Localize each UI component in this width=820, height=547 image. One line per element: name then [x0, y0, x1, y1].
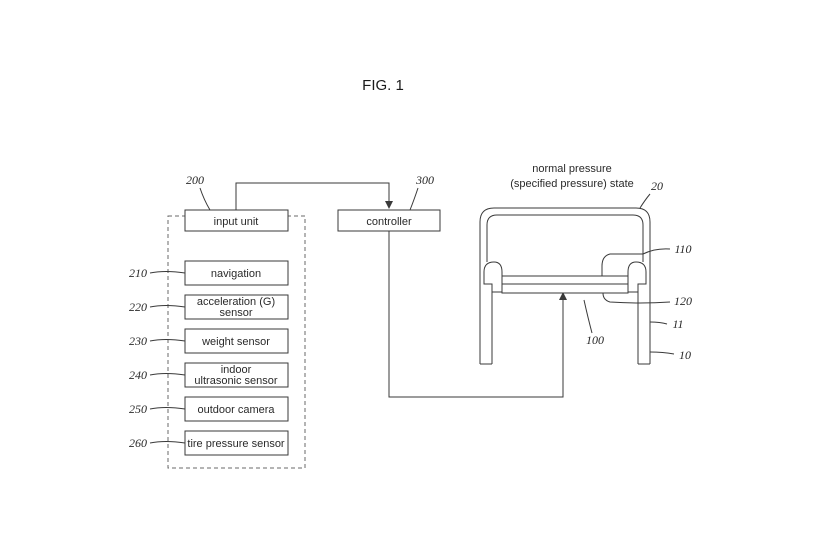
sensor-260: tire pressure sensor 260 — [129, 430, 289, 456]
leader-300 — [409, 187, 419, 211]
sensor-leader — [149, 407, 186, 410]
leader-11 — [649, 321, 668, 325]
sensor-ref: 210 — [129, 266, 147, 280]
sensor-ref: 240 — [129, 368, 147, 382]
leader-120 — [602, 292, 671, 304]
ref-11: 11 — [672, 317, 683, 331]
sensor-leader — [149, 373, 186, 376]
arrow-controller-to-device — [388, 231, 567, 398]
sensor-230: weight sensor 230 — [129, 328, 289, 354]
leader-110 — [601, 248, 671, 276]
leader-20 — [639, 193, 651, 209]
figure-title: FIG. 1 — [362, 77, 404, 94]
sensor-box — [184, 362, 289, 388]
sensor-label: navigation — [211, 268, 261, 280]
sensor-label-line2: sensor — [219, 307, 252, 319]
leader-10 — [649, 351, 675, 355]
arrow-input-to-controller — [235, 182, 393, 210]
sensor-ref: 230 — [129, 334, 147, 348]
sensor-leader — [149, 441, 186, 444]
sensor-ref: 260 — [129, 436, 147, 450]
rim-flange-right — [627, 261, 647, 293]
sensor-label-line1: acceleration (G) — [197, 296, 275, 308]
sensor-250: outdoor camera 250 — [129, 396, 289, 422]
tire-cross-section: normal pressure (specified pressure) sta… — [479, 163, 692, 365]
ref-10: 10 — [679, 348, 691, 362]
tire-state-line2: (specified pressure) state — [510, 178, 634, 190]
rim-upper — [501, 275, 629, 285]
sensor-210: navigation 210 — [129, 260, 289, 286]
ref-100: 100 — [586, 333, 604, 347]
sensor-label: weight sensor — [201, 336, 270, 348]
sensor-ref: 250 — [129, 402, 147, 416]
sensor-220: acceleration (G) sensor 220 — [129, 294, 289, 320]
sensor-label: outdoor camera — [197, 404, 275, 416]
ref-120: 120 — [674, 294, 692, 308]
sensor-label-line1: indoor — [221, 364, 252, 376]
sensor-leader — [149, 305, 186, 308]
controller-label: controller — [366, 216, 412, 228]
rim-flange-left — [483, 261, 503, 293]
ref-110: 110 — [674, 242, 691, 256]
tire-inner — [486, 214, 644, 262]
tire-state-line1: normal pressure — [532, 163, 611, 175]
leader-100 — [583, 299, 593, 334]
sensor-leader — [149, 271, 186, 274]
ref-input-unit: 200 — [186, 173, 204, 187]
sensor-leader — [149, 339, 186, 342]
sensor-label-line2: ultrasonic sensor — [194, 375, 277, 387]
sensor-box — [184, 430, 289, 456]
sensor-label: tire pressure sensor — [187, 438, 285, 450]
leader-200 — [199, 187, 211, 211]
input-group-outline — [167, 215, 306, 469]
input-unit-label: input unit — [214, 216, 259, 228]
sensor-240: indoor ultrasonic sensor 240 — [129, 362, 289, 388]
ref-controller: 300 — [415, 173, 434, 187]
sensor-box — [184, 328, 289, 354]
rim-lower — [501, 283, 629, 294]
tire-outer — [479, 207, 651, 364]
ref-tire: 20 — [651, 179, 663, 193]
sensor-box — [184, 294, 289, 320]
sensor-ref: 220 — [129, 300, 147, 314]
